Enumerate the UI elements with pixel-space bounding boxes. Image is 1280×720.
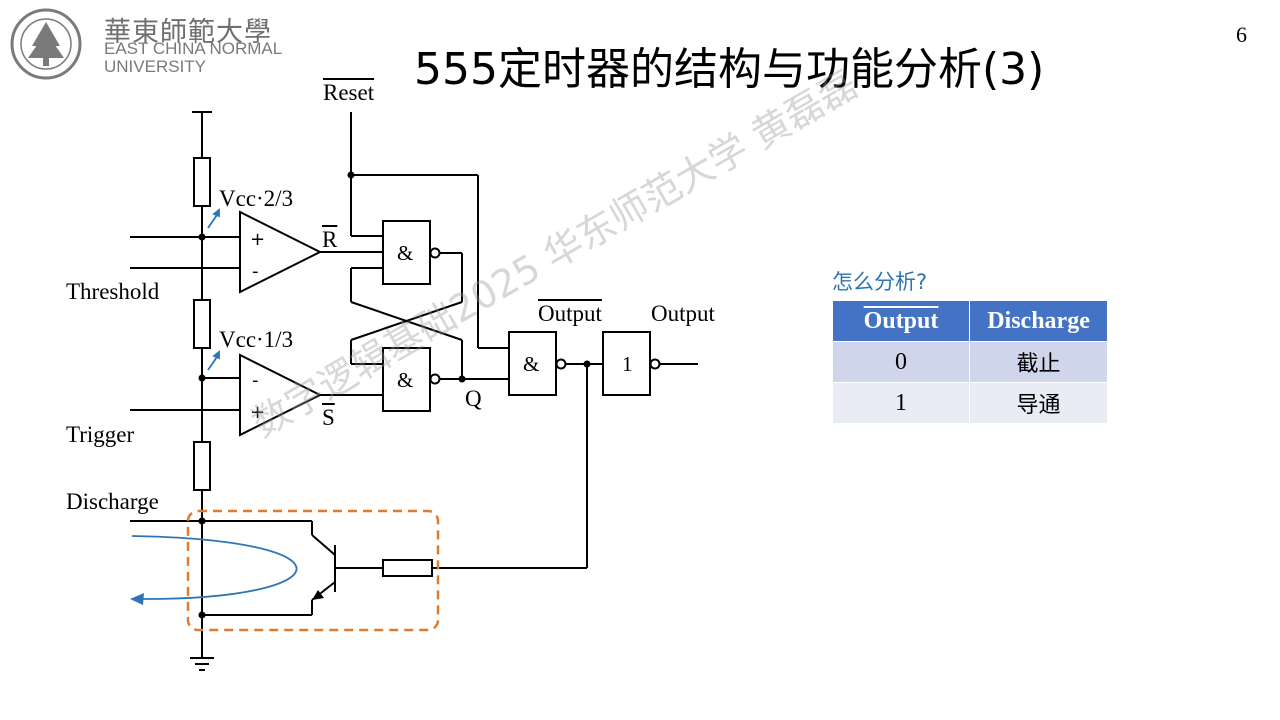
logo-english-line-2: UNIVERSITY — [104, 57, 207, 76]
junction-discharge — [198, 517, 206, 525]
comp-upper-minus: - — [252, 261, 259, 282]
output-bar-label: Output — [538, 301, 602, 326]
transistor-collector — [311, 534, 336, 556]
comp-upper-plus: + — [250, 229, 265, 250]
page-number: 6 — [1236, 22, 1247, 47]
junction-lower — [198, 374, 206, 382]
junction-reset — [347, 171, 355, 179]
reset-label: Reset — [323, 80, 375, 105]
truth-table: Output Discharge 0 截止 1 导通 — [831, 300, 1108, 424]
junction-upper — [198, 233, 206, 241]
resistor-1 — [193, 157, 211, 207]
comp-lower-plus: + — [250, 402, 265, 423]
logo-english-text: EAST CHINA NORMAL UNIVERSITY — [104, 40, 282, 76]
s-bar-label: S — [322, 405, 335, 430]
question-text: 怎么分析? — [832, 270, 928, 294]
row1-output: 0 — [831, 341, 971, 383]
slide-title: 555定时器的结构与功能分析(3) — [414, 44, 1045, 95]
trigger-label: Trigger — [66, 422, 135, 447]
logo-chinese-text: 華東師範大學 — [104, 17, 272, 48]
output-label: Output — [651, 301, 715, 326]
nand-lower-bubble — [429, 373, 441, 385]
table-row: 0 截止 — [831, 341, 1108, 383]
logo-english-line-1: EAST CHINA NORMAL — [104, 39, 283, 58]
discharge-current-arrow — [131, 535, 298, 600]
nand-upper-bubble — [429, 247, 441, 259]
nand-output-bubble — [555, 358, 567, 370]
university-seal-icon — [10, 8, 82, 80]
not-gate-symbol: 1 — [622, 352, 633, 376]
vcc-one-third-label: Vcc·1/3 — [219, 327, 294, 352]
junction-q — [458, 375, 466, 383]
resistor-3 — [193, 441, 211, 491]
nand-lower-symbol: & — [397, 368, 413, 392]
not-gate-bubble — [649, 358, 661, 370]
base-resistor — [382, 559, 433, 577]
comparator-upper — [239, 210, 323, 294]
wire-cross-2 — [350, 301, 463, 341]
nand-output-symbol: & — [523, 352, 539, 376]
vcc23-arrow-head — [212, 208, 220, 218]
university-logo: 華東師範大學 EAST CHINA NORMAL UNIVERSITY — [8, 6, 298, 82]
truth-table-header: Output Discharge — [831, 300, 1108, 342]
vcc-two-thirds-label: Vcc·2/3 — [219, 186, 294, 211]
resistor-2 — [193, 299, 211, 349]
q-label: Q — [465, 386, 482, 411]
table-row: 1 导通 — [831, 382, 1108, 424]
row1-discharge: 截止 — [969, 341, 1108, 383]
junction-output-bar — [583, 360, 591, 368]
header-discharge: Discharge — [969, 300, 1108, 342]
row2-discharge: 导通 — [969, 382, 1108, 424]
comparator-lower — [239, 353, 323, 437]
nand-upper-symbol: & — [397, 241, 413, 265]
junction-ground — [198, 611, 206, 619]
row2-output: 1 — [831, 382, 971, 424]
emitter-arrow — [312, 590, 324, 600]
header-output: Output — [831, 300, 971, 342]
r-bar-label: R — [322, 227, 338, 252]
threshold-label: Threshold — [66, 279, 160, 304]
discharge-arrow-head — [130, 593, 144, 605]
comp-lower-minus: - — [252, 370, 259, 391]
vcc13-arrow-head — [212, 350, 220, 360]
discharge-label: Discharge — [66, 489, 159, 514]
